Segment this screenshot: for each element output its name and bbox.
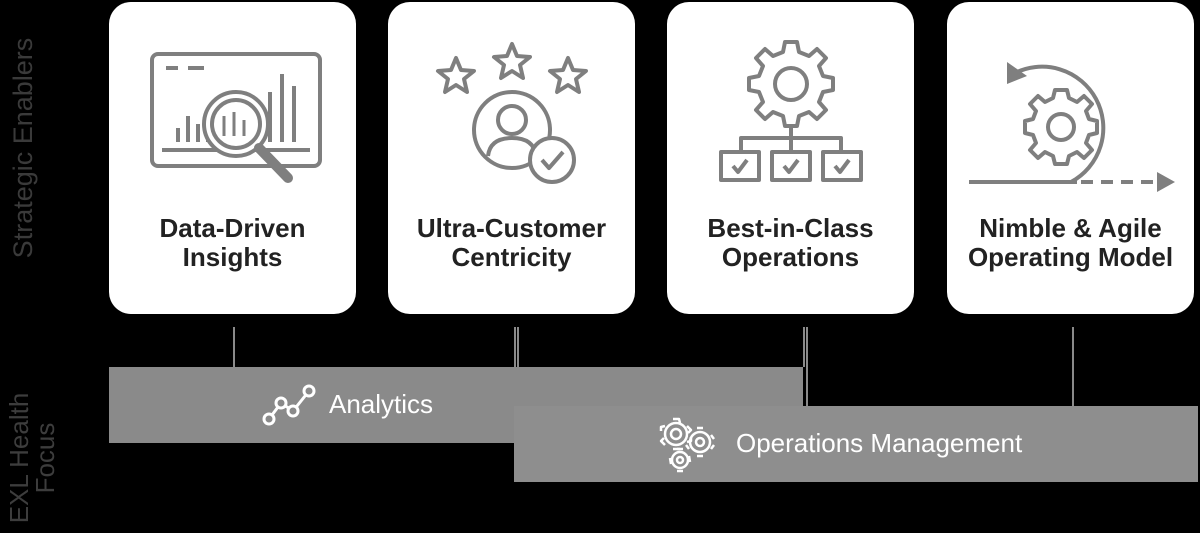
card-title-line2: Insights [182,242,283,272]
connector-line-2a [514,327,516,367]
customer-stars-icon [388,32,635,197]
card-title: Data-Driven Insights [117,214,348,272]
connector-line-3b [806,327,808,407]
card-title: Best-in-Class Operations [675,214,906,272]
card-title: Nimble & Agile Operating Model [955,214,1186,272]
analytics-label: Analytics [329,389,434,419]
focus-label-line1: EXL Health [4,392,34,524]
agile-cycle-icon [947,32,1194,197]
card-best-in-class-operations: Best-in-Class Operations [667,2,914,314]
connector-line-3a [803,327,805,367]
card-title-line2: Centricity [451,242,572,272]
analytics-magnifier-icon [109,32,356,197]
operations-management-label: Operations Management [736,428,1023,458]
card-nimble-agile-operating-model: Nimble & Agile Operating Model [947,2,1194,314]
card-title-line1: Nimble & Agile [979,213,1162,243]
line-graph-icon [262,384,316,426]
gear-checklist-icon [667,32,914,197]
strategic-enablers-label: Strategic Enablers [8,37,38,259]
exl-health-focus-label: EXL Health Focus [4,383,60,533]
operations-management-focus-bar: Operations Management [514,406,1198,482]
card-title-line1: Data-Driven [159,213,306,243]
connector-line-4 [1072,327,1074,407]
connector-line-1 [233,327,235,367]
card-title-line2: Operating Model [967,242,1174,272]
card-data-driven-insights: Data-Driven Insights [109,2,356,314]
card-title-line2: Operations [721,242,860,272]
card-title-line1: Ultra-Customer [416,213,607,243]
focus-label-line2: Focus [30,422,60,494]
card-title: Ultra-Customer Centricity [396,214,627,272]
card-ultra-customer-centricity: Ultra-Customer Centricity [388,2,635,314]
gears-icon [659,417,715,473]
card-title-line1: Best-in-Class [707,213,874,243]
